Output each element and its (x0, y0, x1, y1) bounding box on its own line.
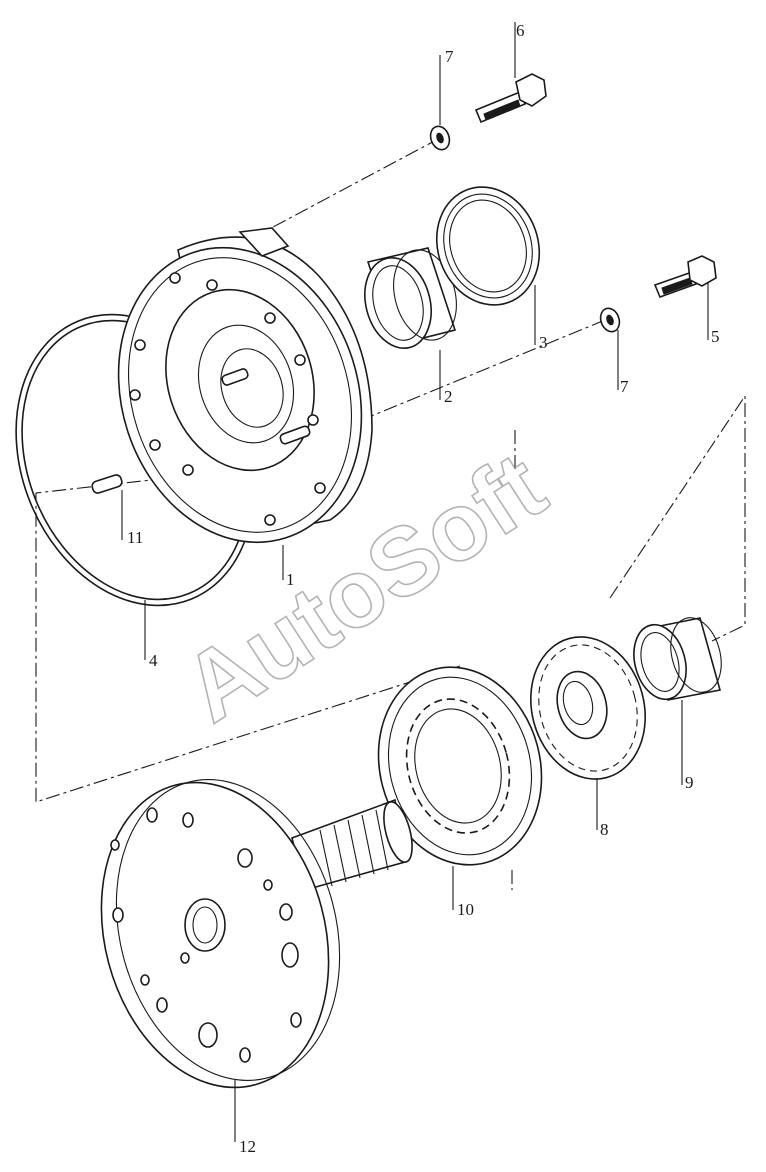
bolt-part-6 (474, 73, 547, 124)
pump-housing-part-1 (117, 227, 373, 544)
callout-7-upper: 7 (445, 47, 454, 66)
shaft-plate-part-12 (100, 779, 413, 1089)
callout-1: 1 (286, 570, 295, 589)
callout-labels: 7 6 2 3 5 7 1 4 11 9 8 10 12 (127, 21, 720, 1156)
bolt-part-5 (653, 255, 717, 299)
dowel-pin-part-11 (91, 474, 123, 494)
callout-4: 4 (149, 651, 158, 670)
sleeve-part-9 (633, 617, 722, 701)
callout-9: 9 (685, 773, 694, 792)
leader-lines (121, 22, 709, 1142)
callout-3: 3 (539, 333, 548, 352)
oil-seal-part-3 (435, 186, 541, 306)
callout-2: 2 (444, 387, 453, 406)
callout-11: 11 (127, 528, 143, 547)
washer-part-7-lower (599, 307, 621, 333)
callout-8: 8 (600, 820, 609, 839)
bushing-part-2 (364, 247, 457, 349)
inner-gear-part-8 (529, 636, 647, 780)
callout-10: 10 (457, 900, 474, 919)
washer-part-7-upper (429, 125, 451, 151)
callout-5: 5 (711, 327, 720, 346)
callout-6: 6 (516, 21, 525, 40)
callout-12: 12 (239, 1137, 256, 1156)
callout-7-lower: 7 (620, 377, 629, 396)
outer-gear-ring-part-10 (377, 666, 543, 866)
